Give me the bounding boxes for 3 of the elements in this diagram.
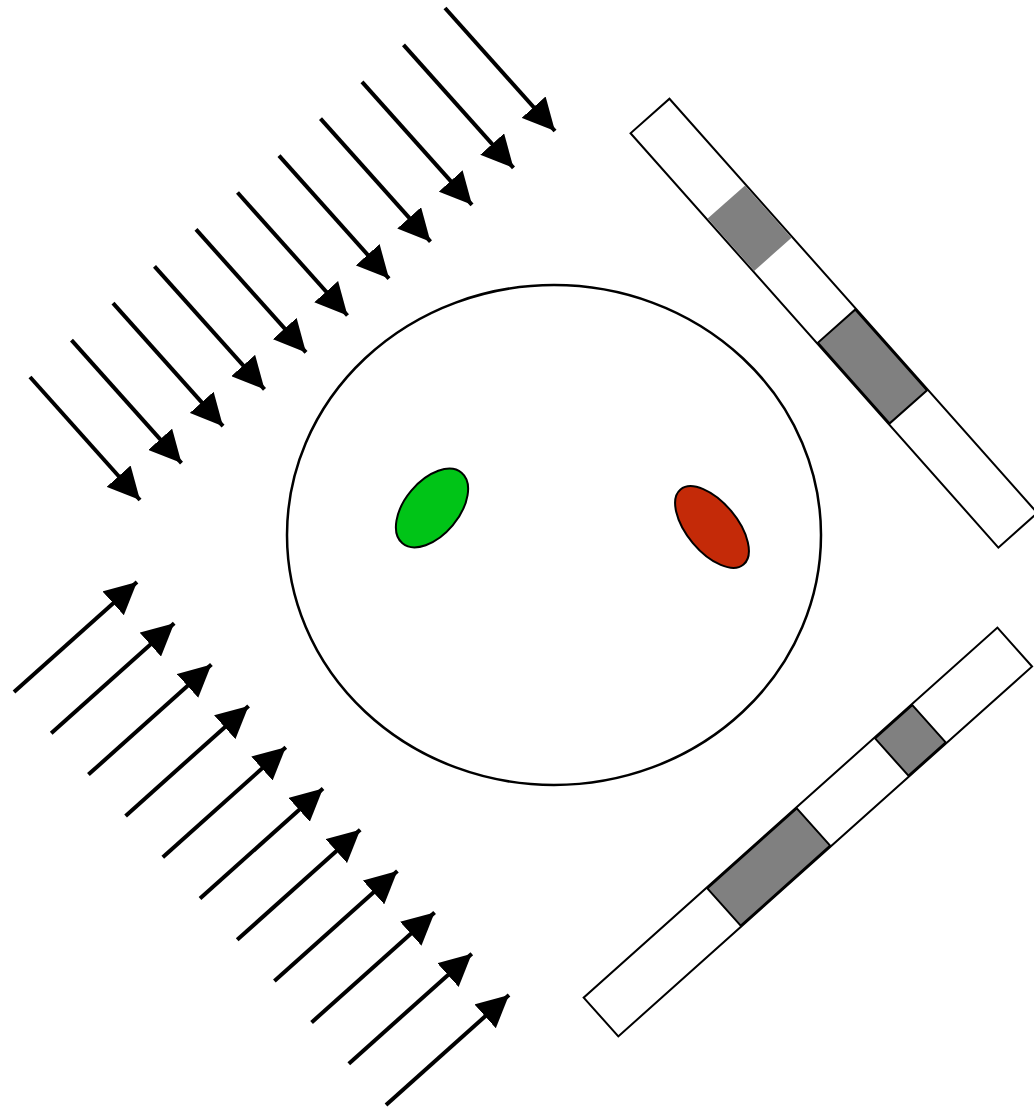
inclusion-ellipse bbox=[674, 485, 750, 569]
object-circle bbox=[285, 283, 823, 787]
inclusion-ellipse bbox=[394, 467, 470, 549]
